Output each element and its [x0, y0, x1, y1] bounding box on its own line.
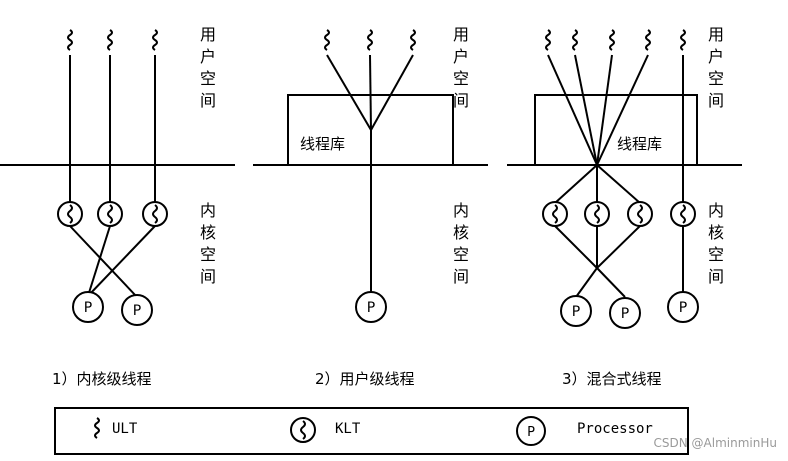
- thread-lines: [326, 54, 414, 293]
- svg-text:空: 空: [200, 245, 216, 264]
- svg-text:P: P: [367, 300, 375, 316]
- thread-lines: [547, 54, 684, 298]
- legend-ult: ULT: [94, 417, 138, 439]
- svg-text:核: 核: [708, 223, 724, 242]
- svg-text:内: 内: [200, 201, 216, 220]
- processor-icon: P P: [72, 291, 153, 326]
- svg-text:KLT: KLT: [335, 421, 361, 437]
- kernel-space-label: 内 核 空 间: [708, 201, 724, 286]
- klt-icon: [542, 201, 696, 227]
- svg-text:用: 用: [453, 25, 469, 44]
- svg-text:P: P: [84, 300, 92, 316]
- thread-library-box: [534, 94, 698, 166]
- thread-library-label: 线程库: [617, 135, 662, 153]
- ult-squiggle-icon: [324, 29, 416, 51]
- user-space-label: 用 户 空 间: [708, 25, 724, 110]
- kernel-space-label: 内 核 空 间: [453, 201, 469, 286]
- svg-text:空: 空: [453, 69, 469, 88]
- caption-hybrid: 3）混合式线程: [562, 370, 662, 388]
- svg-text:P: P: [621, 306, 629, 322]
- user-space-label: 用 户 空 间: [453, 25, 469, 110]
- ult-squiggle-icon: [545, 29, 686, 51]
- svg-text:ULT: ULT: [112, 421, 138, 437]
- model-hybrid: 线程库 P P P 用 户 空 间 内 核 空 间 3）混合式线程: [507, 25, 742, 388]
- svg-text:户: 户: [708, 47, 724, 66]
- svg-text:用: 用: [708, 25, 724, 44]
- ult-squiggle-icon: [94, 417, 100, 439]
- processor-icon: P P P: [560, 291, 699, 329]
- thread-lines: [69, 55, 156, 298]
- svg-text:核: 核: [200, 223, 216, 242]
- user-space-label: 用 户 空 间: [200, 25, 216, 110]
- processor-icon: [516, 416, 546, 446]
- model-kernel-level: P P 用 户 空 间 内 核 空 间 1）内核级线程: [0, 25, 235, 388]
- legend-processor: P Processor: [516, 416, 653, 446]
- svg-text:内: 内: [708, 201, 724, 220]
- kernel-space-label: 内 核 空 间: [200, 201, 216, 286]
- svg-text:内: 内: [453, 201, 469, 220]
- svg-text:空: 空: [708, 69, 724, 88]
- svg-text:间: 间: [200, 91, 216, 110]
- svg-text:P: P: [133, 303, 141, 319]
- svg-text:P: P: [679, 300, 687, 316]
- caption-user-level: 2）用户级线程: [315, 370, 415, 388]
- watermark: CSDN @AlminminHu: [654, 436, 777, 450]
- svg-text:空: 空: [453, 245, 469, 264]
- svg-text:用: 用: [200, 25, 216, 44]
- legend-klt: KLT: [290, 417, 361, 443]
- svg-text:核: 核: [453, 223, 469, 242]
- model-user-level: 线程库 P 用 户 空 间 内 核 空 间 2）用户级线程: [253, 25, 488, 388]
- svg-text:P: P: [572, 304, 580, 320]
- svg-text:户: 户: [200, 47, 216, 66]
- svg-text:空: 空: [200, 69, 216, 88]
- svg-text:Processor: Processor: [577, 421, 653, 437]
- legend: ULT KLT P Processor: [54, 407, 689, 455]
- processor-icon: P: [355, 291, 387, 323]
- caption-kernel-level: 1）内核级线程: [52, 370, 152, 388]
- klt-icon: [290, 417, 316, 443]
- thread-library-label: 线程库: [300, 135, 345, 153]
- klt-icon: [57, 201, 168, 227]
- svg-text:间: 间: [708, 91, 724, 110]
- ult-squiggle-icon: [67, 29, 158, 51]
- legend-box: [54, 407, 689, 455]
- svg-text:户: 户: [453, 47, 469, 66]
- svg-text:间: 间: [200, 267, 216, 286]
- svg-text:P: P: [527, 425, 535, 440]
- svg-text:空: 空: [708, 245, 724, 264]
- svg-text:间: 间: [453, 267, 469, 286]
- svg-text:间: 间: [453, 91, 469, 110]
- svg-text:间: 间: [708, 267, 724, 286]
